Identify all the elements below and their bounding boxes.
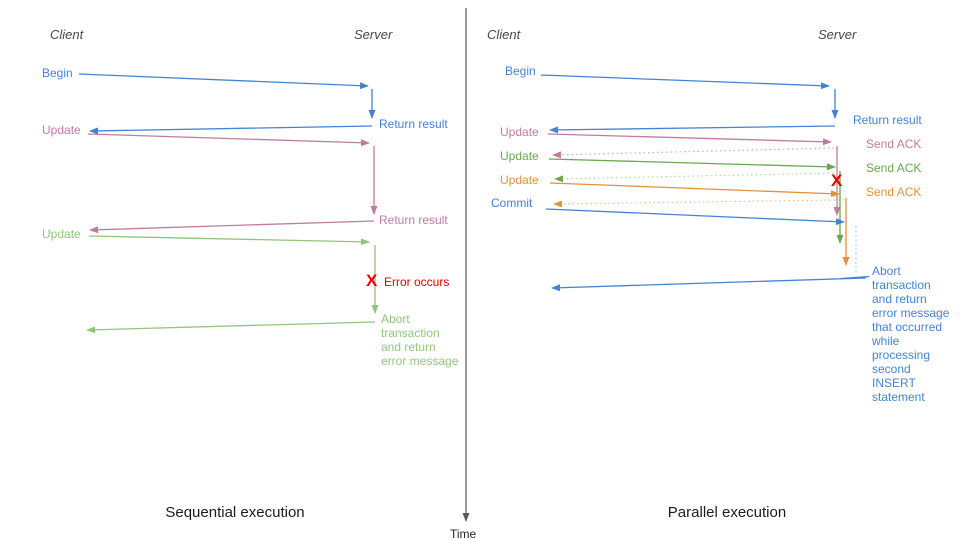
- par-ack2-dotted-arrow: [554, 172, 839, 183]
- par-update3-arrow: [549, 182, 840, 198]
- par-send-ack-2-label: Send ACK: [866, 161, 922, 175]
- par-update-1-label: Update: [500, 125, 539, 139]
- seq-update-2-label: Update: [42, 227, 81, 241]
- seq-caption: Sequential execution: [165, 504, 305, 521]
- par-commit-label: Commit: [491, 196, 533, 210]
- par-error-x-mark: X: [831, 171, 843, 190]
- par-update-2-label: Update: [500, 149, 539, 163]
- par-begin-label: Begin: [505, 64, 536, 78]
- seq-begin-arrow: [78, 73, 369, 90]
- par-abort-label: Abort transaction and return error messa…: [872, 264, 950, 404]
- seq-return-result-1-label: Return result: [379, 117, 448, 131]
- par-commit-arrow: [545, 208, 845, 226]
- par-begin-arrow: [540, 74, 830, 90]
- seq-error-x-mark: X: [366, 271, 378, 290]
- seq-update-1-label: Update: [42, 123, 81, 137]
- seq-error-label: Error occurs: [384, 275, 450, 289]
- seq-client-header: Client: [50, 27, 84, 42]
- time-axis-label: Time: [450, 527, 477, 540]
- par-ack3-dotted-arrow: [553, 199, 845, 208]
- par-server-header: Server: [818, 27, 857, 42]
- par-update2-arrow: [548, 158, 836, 171]
- par-update-3-label: Update: [500, 173, 539, 187]
- par-client-header: Client: [487, 27, 521, 42]
- seq-abort-label: Abort transaction and return error messa…: [381, 312, 459, 368]
- par-caption: Parallel execution: [667, 504, 787, 521]
- par-return-arrow: [549, 125, 836, 134]
- seq-update1-arrow: [87, 133, 370, 147]
- par-ack1-dotted-arrow: [552, 147, 835, 159]
- par-send-ack-3-label: Send ACK: [866, 185, 922, 199]
- par-abort-arrow: [551, 277, 867, 292]
- seq-return1-arrow: [89, 125, 373, 135]
- seq-server-header: Server: [354, 27, 393, 42]
- par-return-result-label: Return result: [853, 113, 922, 127]
- seq-return-result-2-label: Return result: [379, 213, 448, 227]
- seq-begin-label: Begin: [42, 66, 73, 80]
- par-update1-arrow: [547, 133, 832, 146]
- seq-abort-arrow: [86, 321, 376, 334]
- par-send-ack-1-label: Send ACK: [866, 137, 922, 151]
- seq-return2-arrow: [89, 220, 375, 234]
- seq-update2-arrow: [88, 235, 370, 246]
